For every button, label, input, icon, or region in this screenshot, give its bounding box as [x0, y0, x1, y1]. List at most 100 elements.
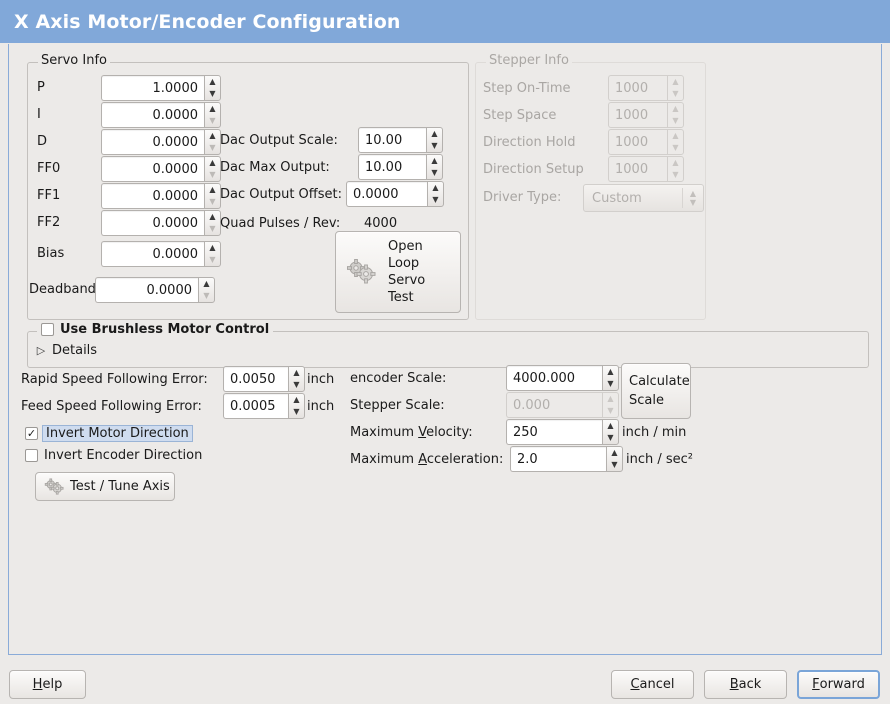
- spin-up-icon[interactable]: ▲: [209, 185, 216, 194]
- invert-encoder-direction-checkbox[interactable]: Invert Encoder Direction: [25, 448, 202, 463]
- servo-spin-d[interactable]: 0.0000 ▲ ▼: [101, 129, 221, 155]
- dac-max-output-spin[interactable]: 10.00 ▲ ▼: [358, 154, 443, 180]
- maximum-acceleration-spin[interactable]: 2.0 ▲ ▼: [510, 446, 623, 472]
- spin-up-icon: ▲: [607, 394, 614, 403]
- spin-up-icon[interactable]: ▲: [432, 183, 439, 192]
- dac-max-output-value[interactable]: 10.00: [358, 154, 426, 180]
- spin-down-icon: ▼: [672, 143, 679, 152]
- stepper-spin-step-space: 1000 ▲ ▼: [608, 102, 684, 128]
- spin-up-icon[interactable]: ▲: [209, 131, 216, 140]
- servo-spin-p-buttons[interactable]: ▲ ▼: [204, 75, 221, 101]
- dac-output-offset-buttons[interactable]: ▲ ▼: [427, 181, 444, 207]
- servo-spin-deadband-value[interactable]: 0.0000: [95, 277, 198, 303]
- dac-output-offset-spin[interactable]: 0.0000 ▲ ▼: [346, 181, 444, 207]
- spin-down-icon[interactable]: ▼: [607, 433, 614, 442]
- rapid-following-error-buttons[interactable]: ▲ ▼: [288, 366, 305, 392]
- spin-up-icon[interactable]: ▲: [607, 367, 614, 376]
- rapid-following-error-unit: inch: [307, 372, 335, 387]
- feed-following-error-value[interactable]: 0.0005: [223, 393, 288, 419]
- rapid-following-error-spin[interactable]: 0.0050 ▲ ▼: [223, 366, 305, 392]
- spin-up-icon[interactable]: ▲: [209, 158, 216, 167]
- open-loop-servo-test-button[interactable]: Open Loop Servo Test: [335, 231, 461, 313]
- spin-down-icon[interactable]: ▼: [432, 195, 439, 204]
- spin-up-icon[interactable]: ▲: [431, 156, 438, 165]
- servo-spin-i[interactable]: 0.0000 ▲ ▼: [101, 102, 221, 128]
- servo-spin-bias[interactable]: 0.0000 ▲ ▼: [101, 241, 221, 267]
- rapid-following-error-value[interactable]: 0.0050: [223, 366, 288, 392]
- spin-down-icon[interactable]: ▼: [293, 380, 300, 389]
- use-brushless-motor-control-checkbox[interactable]: Use Brushless Motor Control: [37, 322, 274, 337]
- stepper-spin-direction-setup-value: 1000: [608, 156, 667, 182]
- spin-down-icon[interactable]: ▼: [431, 168, 438, 177]
- open-loop-line-1: Open: [388, 239, 423, 254]
- servo-spin-deadband-buttons[interactable]: ▲ ▼: [198, 277, 215, 303]
- spin-down-icon[interactable]: ▼: [209, 89, 216, 98]
- servo-spin-d-value[interactable]: 0.0000: [101, 129, 204, 155]
- maximum-velocity-spin[interactable]: 250 ▲ ▼: [506, 419, 619, 445]
- servo-spin-ff2-value[interactable]: 0.0000: [101, 210, 204, 236]
- spin-up-icon[interactable]: ▲: [607, 421, 614, 430]
- spin-up-icon[interactable]: ▲: [209, 243, 216, 252]
- calculate-scale-button[interactable]: Calculate Scale: [621, 363, 691, 419]
- maximum-acceleration-buttons[interactable]: ▲ ▼: [606, 446, 623, 472]
- servo-spin-ff1-buttons[interactable]: ▲ ▼: [204, 183, 221, 209]
- servo-spin-bias-value[interactable]: 0.0000: [101, 241, 204, 267]
- servo-spin-ff2-buttons[interactable]: ▲ ▼: [204, 210, 221, 236]
- spin-up-icon[interactable]: ▲: [611, 448, 618, 457]
- spin-up-icon[interactable]: ▲: [431, 129, 438, 138]
- spin-up-icon[interactable]: ▲: [209, 212, 216, 221]
- dac-max-output-buttons[interactable]: ▲ ▼: [426, 154, 443, 180]
- spin-down-icon[interactable]: ▼: [431, 141, 438, 150]
- servo-spin-p-value[interactable]: 1.0000: [101, 75, 204, 101]
- servo-spin-ff2[interactable]: 0.0000 ▲ ▼: [101, 210, 221, 236]
- encoder-scale-buttons[interactable]: ▲ ▼: [602, 365, 619, 391]
- encoder-scale-value[interactable]: 4000.000: [506, 365, 602, 391]
- servo-spin-ff0-buttons[interactable]: ▲ ▼: [204, 156, 221, 182]
- spin-up-icon[interactable]: ▲: [209, 104, 216, 113]
- servo-spin-i-buttons[interactable]: ▲ ▼: [204, 102, 221, 128]
- dac-output-scale-value[interactable]: 10.00: [358, 127, 426, 153]
- chevron-right-icon[interactable]: ▷: [36, 343, 46, 357]
- cancel-button-post: ancel: [639, 677, 675, 692]
- servo-spin-bias-buttons[interactable]: ▲ ▼: [204, 241, 221, 267]
- stepper-label-step-space: Step Space: [483, 108, 557, 123]
- maximum-velocity-buttons[interactable]: ▲ ▼: [602, 419, 619, 445]
- servo-spin-i-value[interactable]: 0.0000: [101, 102, 204, 128]
- servo-label-ff1: FF1: [37, 188, 61, 203]
- dac-output-offset-value[interactable]: 0.0000: [346, 181, 427, 207]
- servo-spin-d-buttons[interactable]: ▲ ▼: [204, 129, 221, 155]
- servo-spin-deadband[interactable]: 0.0000 ▲ ▼: [95, 277, 215, 303]
- checkbox-box[interactable]: ✓: [25, 427, 38, 440]
- maximum-acceleration-value[interactable]: 2.0: [510, 446, 606, 472]
- checkbox-box[interactable]: [25, 449, 38, 462]
- servo-spin-ff1-value[interactable]: 0.0000: [101, 183, 204, 209]
- dac-output-scale-buttons[interactable]: ▲ ▼: [426, 127, 443, 153]
- help-button-mnemonic: H: [32, 677, 43, 692]
- spin-down-icon[interactable]: ▼: [607, 379, 614, 388]
- feed-following-error-buttons[interactable]: ▲ ▼: [288, 393, 305, 419]
- stepper-spin-step-space-value: 1000: [608, 102, 667, 128]
- spin-up-icon[interactable]: ▲: [293, 368, 300, 377]
- spin-down-icon[interactable]: ▼: [611, 460, 618, 469]
- test-tune-axis-button[interactable]: Test / Tune Axis: [35, 472, 175, 501]
- spin-down-icon[interactable]: ▼: [293, 407, 300, 416]
- servo-spin-p[interactable]: 1.0000 ▲ ▼: [101, 75, 221, 101]
- servo-spin-ff0[interactable]: 0.0000 ▲ ▼: [101, 156, 221, 182]
- spin-up-icon[interactable]: ▲: [209, 77, 216, 86]
- feed-following-error-spin[interactable]: 0.0005 ▲ ▼: [223, 393, 305, 419]
- open-loop-line-4: Test: [388, 290, 414, 305]
- maximum-velocity-value[interactable]: 250: [506, 419, 602, 445]
- invert-motor-direction-checkbox[interactable]: ✓ Invert Motor Direction: [25, 425, 193, 442]
- checkbox-box[interactable]: [41, 323, 54, 336]
- encoder-scale-spin[interactable]: 4000.000 ▲ ▼: [506, 365, 619, 391]
- servo-spin-ff0-value[interactable]: 0.0000: [101, 156, 204, 182]
- spin-up-icon[interactable]: ▲: [203, 279, 210, 288]
- servo-spin-ff1[interactable]: 0.0000 ▲ ▼: [101, 183, 221, 209]
- dac-output-scale-spin[interactable]: 10.00 ▲ ▼: [358, 127, 443, 153]
- details-expander[interactable]: ▷ Details: [35, 343, 97, 358]
- spin-up-icon[interactable]: ▲: [293, 395, 300, 404]
